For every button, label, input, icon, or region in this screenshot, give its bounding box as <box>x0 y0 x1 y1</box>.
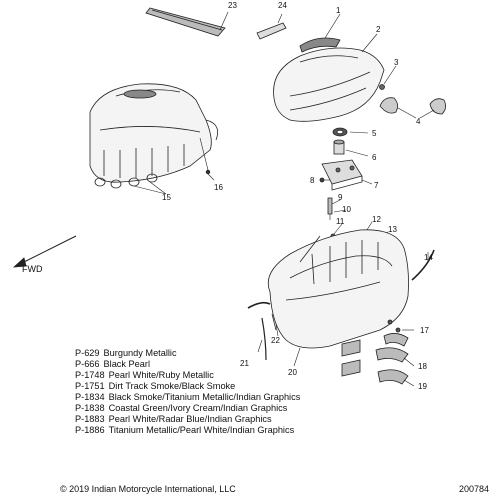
callout-5: 5 <box>372 129 377 138</box>
legend-name: Titanium Metallic/Pearl White/Indian Gra… <box>108 425 295 435</box>
callout-3: 3 <box>394 58 399 67</box>
callout-1: 1 <box>336 6 341 15</box>
callout-19: 19 <box>418 382 427 391</box>
callout-2: 2 <box>376 25 381 34</box>
callout-7: 7 <box>374 181 379 190</box>
callout-16: 16 <box>214 183 223 192</box>
callout-10: 10 <box>342 205 351 214</box>
diagram-number: 200784 <box>458 484 489 494</box>
legend-code: P-1883 <box>75 414 105 424</box>
callout-12: 12 <box>372 215 381 224</box>
legend-name: Black Pearl <box>103 359 150 369</box>
callout-17: 17 <box>420 326 429 335</box>
part-17-18-19-hardware <box>341 319 415 387</box>
callout-21: 21 <box>240 359 249 368</box>
part-4-hinges <box>379 97 446 119</box>
part-20-saddlebag-body <box>267 229 409 367</box>
legend-code: P-629 <box>75 348 100 358</box>
part-8-screw <box>319 177 330 183</box>
callout-13: 13 <box>388 225 397 234</box>
legend-code: P-666 <box>75 359 100 369</box>
legend-code: P-1751 <box>75 381 105 391</box>
direction-label: FWD <box>22 264 43 274</box>
legend-name: Black Smoke/Titanium Metallic/Indian Gra… <box>108 392 301 402</box>
part-24-rod <box>256 13 287 40</box>
left-saddlebag-assembly <box>89 83 219 195</box>
callout-24: 24 <box>278 1 287 10</box>
legend-code: P-1838 <box>75 403 105 413</box>
legend-name: Pearl White/Radar Blue/Indian Graphics <box>108 414 272 424</box>
callout-14: 14 <box>424 253 433 262</box>
legend-code: P-1748 <box>75 370 105 380</box>
legend-code: P-1886 <box>75 425 105 435</box>
part-7-latch-housing <box>321 159 373 191</box>
part-21-22-trim <box>247 301 279 361</box>
legend-name: Dirt Track Smoke/Black Smoke <box>108 381 236 391</box>
part-14-seal <box>411 249 435 281</box>
legend-name: Coastal Green/Ivory Cream/Indian Graphic… <box>108 403 288 413</box>
part-1-emblem <box>299 13 341 53</box>
part-3-fastener <box>379 65 397 90</box>
callout-23: 23 <box>228 1 237 10</box>
callout-11: 11 <box>336 217 345 226</box>
callout-9: 9 <box>338 193 343 202</box>
forward-arrow <box>12 235 77 268</box>
part-2-saddlebag-lid <box>273 33 385 122</box>
legend-name: Burgundy Metallic <box>103 348 177 358</box>
callout-22: 22 <box>271 336 280 345</box>
copyright-text: © 2019 Indian Motorcycle International, … <box>60 484 236 494</box>
part-23-trim-strip <box>145 7 229 37</box>
callout-4: 4 <box>416 117 421 126</box>
legend-code: P-1834 <box>75 392 105 402</box>
legend-name: Pearl White/Ruby Metallic <box>108 370 214 380</box>
callout-18: 18 <box>418 362 427 371</box>
part-9-10-fasteners <box>327 197 347 220</box>
part-5-grommet <box>332 127 369 137</box>
callout-20: 20 <box>288 368 297 377</box>
callout-6: 6 <box>372 153 377 162</box>
callout-8: 8 <box>310 176 315 185</box>
callout-15: 15 <box>162 193 171 202</box>
part-6-latch-stem <box>333 139 369 157</box>
